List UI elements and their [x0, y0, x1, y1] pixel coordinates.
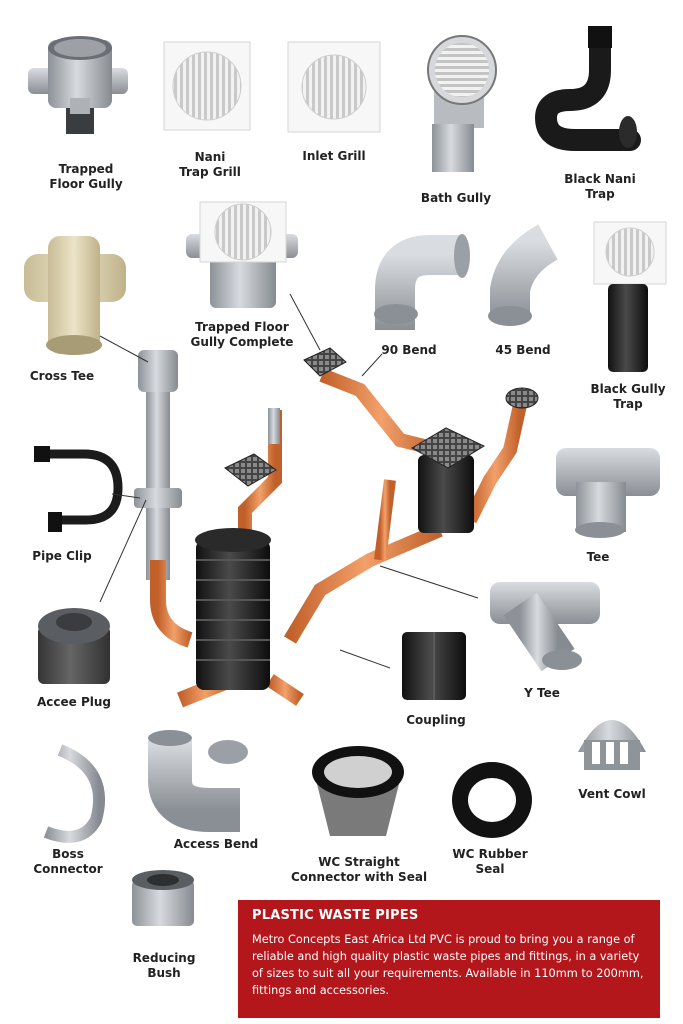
label-tee: Tee	[586, 550, 610, 564]
label-nani-trap-grill: Nani Trap Grill	[179, 150, 241, 179]
label-y-tee: Y Tee	[524, 686, 560, 700]
y-tee-image	[490, 582, 600, 672]
bend-90-image	[374, 234, 470, 330]
label-accee-plug: Accee Plug	[36, 695, 111, 709]
label-boss-connector: Boss Connector	[33, 847, 103, 876]
label-black-nani-trap: Black Nani Trap	[564, 172, 636, 201]
label-trapped-floor-gully-complete: Trapped Floor Gully Complete	[190, 320, 294, 349]
label-black-gully-trap: Black Gully Trap	[590, 382, 666, 411]
accee-plug-image	[38, 608, 110, 684]
bend-45-image	[488, 224, 559, 326]
vent-cowl-image	[578, 720, 646, 770]
info-body: Metro Concepts East Africa Ltd PVC is pr…	[252, 933, 644, 997]
trapped-floor-gully-complete-image	[186, 201, 298, 308]
label-wc-straight-connector: WC Straight Connector with Seal	[290, 855, 428, 884]
label-cross-tee: Cross Tee	[29, 369, 95, 383]
pipe-clip-image	[34, 446, 123, 532]
label-vent-cowl: Vent Cowl	[578, 787, 646, 801]
bath-gully-image	[427, 35, 497, 172]
access-bend-image	[148, 730, 248, 832]
nani-trap-grill-image	[163, 41, 251, 131]
label-access-bend: Access Bend	[173, 837, 259, 851]
wc-straight-connector-image	[312, 746, 404, 836]
trapped-floor-gully-image	[28, 36, 128, 134]
label-wc-rubber-seal: WC Rubber Seal	[452, 847, 528, 876]
label-bath-gully: Bath Gully	[420, 191, 492, 205]
label-trapped-floor-gully: Trapped Floor Gully	[49, 162, 123, 191]
reducing-bush-image	[132, 870, 194, 926]
black-gully-trap-image	[593, 221, 667, 372]
leader-lines	[99, 293, 479, 669]
label-coupling: Coupling	[406, 713, 466, 727]
label-45-bend: 45 Bend	[495, 343, 551, 357]
black-nani-trap-image	[534, 26, 641, 151]
cross-tee-image	[24, 236, 126, 355]
label-reducing-bush: Reducing Bush	[132, 951, 196, 980]
inlet-grill-image	[287, 41, 381, 133]
info-title: PLASTIC WASTE PIPES	[252, 908, 419, 923]
label-inlet-grill: Inlet Grill	[302, 149, 366, 163]
drainage-assembly-image	[134, 347, 539, 708]
tee-image	[556, 448, 660, 538]
coupling-image	[402, 632, 466, 700]
label-90-bend: 90 Bend	[381, 343, 437, 357]
boss-connector-image	[43, 744, 106, 843]
wc-rubber-seal-image	[452, 762, 532, 838]
label-pipe-clip: Pipe Clip	[32, 549, 92, 563]
info-panel: PLASTIC WASTE PIPES Metro Concepts East …	[238, 900, 660, 1018]
